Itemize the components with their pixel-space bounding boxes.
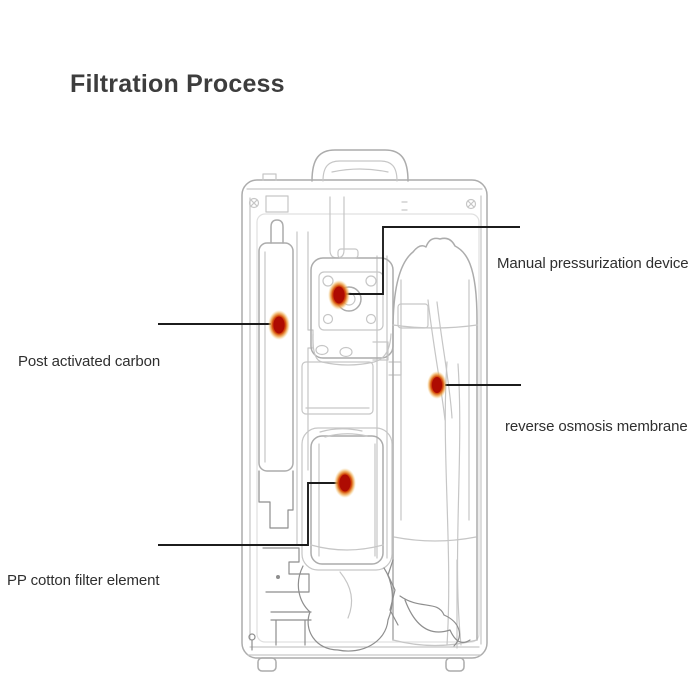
label-reverse-osmosis-membrane: reverse osmosis membrane <box>505 418 688 435</box>
marker-dot-reverse-osmosis <box>427 371 447 399</box>
marker-dot-post-activated-carbon <box>268 310 290 340</box>
label-manual-pressurization-device: Manual pressurization device <box>497 255 689 272</box>
ro-membrane-drawing <box>387 237 478 649</box>
pp-filter-drawing <box>297 427 393 652</box>
label-post-activated-carbon: Post activated carbon <box>18 353 161 370</box>
center-columns <box>296 196 402 559</box>
page-title: Filtration Process <box>70 70 285 98</box>
leader-line-pp-cotton <box>158 482 338 546</box>
handle <box>311 149 409 182</box>
post-carbon-filter-drawing <box>258 219 312 646</box>
corner-screws <box>248 197 477 651</box>
marker-dot-manual-pressurization <box>328 280 350 310</box>
label-pp-cotton-filter-element: PP cotton filter element <box>7 572 160 589</box>
leader-line-manual-pressurization <box>346 226 520 295</box>
marker-dot-pp-cotton <box>334 468 356 498</box>
device-case <box>241 173 488 672</box>
